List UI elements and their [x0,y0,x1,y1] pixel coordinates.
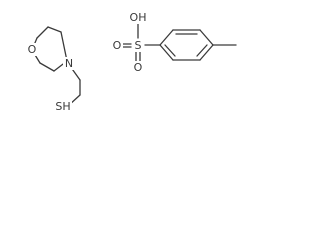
toluenesulfonic-acid-structure: OH S O O [111,11,237,74]
nitrogen-label-bg [63,57,75,70]
oxo-bottom-label-bg [132,61,144,74]
ring-bond-o-c1 [36,26,49,39]
structure-canvas: O N SH OH S O [26,11,237,113]
ring-bond-4 [199,44,214,61]
aromatic-inner-2 [196,44,208,57]
oxygen-label-bg [26,43,38,56]
ring-bond-3 [199,29,214,46]
thiol-label: SH [55,100,70,113]
oxo-top-label-bg [111,39,123,52]
oxo-bottom-label: O [134,61,143,74]
sulfur-label: S [135,39,142,52]
ring-bond-c2-n [60,31,68,62]
ring-bond-c3-c4 [39,62,55,72]
hydroxyl-label: OH [130,11,147,24]
ring-bond-6 [159,44,174,61]
ring-bond-1 [159,29,174,46]
aromatic-inner-3 [164,44,176,57]
thiol-label-bg [54,100,72,113]
morpholine-oxygen-label: O [28,43,37,56]
sulfur-label-bg [132,39,144,52]
ring-bond-c1-c2 [47,26,62,33]
morpholine-nitrogen-label: N [65,57,73,70]
morpholinoethanethiol-structure: O N SH [26,26,81,113]
oxo-left-label: O [113,39,122,52]
hydroxyl-label-bg [130,11,147,24]
